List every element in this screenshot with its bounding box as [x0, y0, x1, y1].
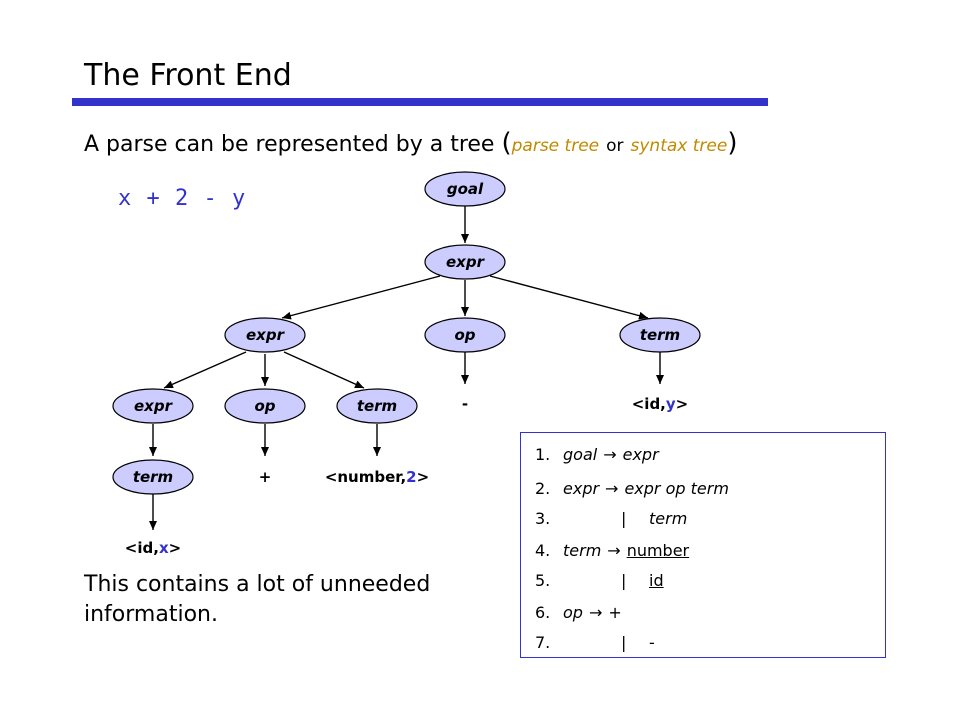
source-expression: x + 2 - y: [118, 186, 246, 211]
rule-rhs: number: [626, 541, 690, 560]
leaf-id-y-value: y: [666, 395, 676, 413]
tree-edges: [149, 205, 664, 530]
subtitle-term-syntax-tree: syntax tree: [630, 136, 728, 156]
leaf-number-close: >: [417, 468, 430, 486]
leaf-id-x-value: x: [159, 539, 169, 557]
arrow-icon: →: [603, 445, 617, 464]
subtitle-open-paren: (: [501, 128, 512, 158]
node-expr-ll-label: expr: [134, 397, 174, 415]
node-goal-label: goal: [447, 180, 484, 198]
node-goal: [424, 171, 506, 207]
rule-number: 5.: [535, 571, 551, 590]
title-underline: [72, 98, 768, 106]
arrow-icon: →: [605, 479, 619, 498]
node-term-left-label: term: [357, 397, 397, 415]
page-title: The Front End: [84, 58, 292, 93]
rule-number: 4.: [535, 541, 551, 560]
rule-lhs: op: [563, 603, 583, 622]
grammar-rule: 6. op → +: [535, 603, 622, 622]
edge-expr-expr-left: [281, 275, 441, 320]
rule-number: 1.: [535, 445, 551, 464]
grammar-rule: 5. | id: [535, 571, 664, 590]
rule-number: 7.: [535, 633, 551, 652]
grammar-rule: 7. | -: [535, 633, 655, 652]
node-expr-ll: [112, 388, 194, 424]
node-op-left: [224, 388, 306, 424]
rule-number: 2.: [535, 479, 551, 498]
subtitle: A parse can be represented by a tree (pa…: [84, 128, 737, 161]
rule-number: 6.: [535, 603, 551, 622]
rule-lhs: expr: [563, 479, 600, 498]
node-term-right-label: term: [640, 326, 680, 344]
leaf-number-value: 2: [406, 468, 416, 486]
node-expr-root-label: expr: [446, 253, 486, 271]
subtitle-close-paren: ): [727, 128, 738, 158]
grammar-rule: 3. | term: [535, 509, 687, 528]
node-expr-left-label: expr: [246, 326, 286, 344]
rule-alternative-bar: |: [621, 571, 627, 590]
leaf-id-y-close: >: [676, 395, 689, 413]
leaf-minus: -: [462, 395, 468, 413]
edge-expr-term: [489, 275, 649, 320]
leaf-id-y: <id,y>: [632, 395, 689, 413]
node-term-left: [336, 388, 418, 424]
leaf-id-x-open: <id,: [125, 539, 159, 557]
leaf-number-open: <number,: [325, 468, 406, 486]
rule-alternative-bar: |: [621, 509, 627, 528]
leaf-id-y-open: <id,: [632, 395, 666, 413]
grammar-rule: 4. term → number: [535, 541, 689, 560]
node-op-mid-label: op: [454, 326, 475, 344]
rule-lhs: term: [563, 541, 602, 560]
rule-rhs: term: [649, 509, 688, 528]
node-expr-left: [224, 317, 306, 353]
edge-exprleft-term: [283, 351, 365, 389]
node-op-left-label: op: [254, 397, 275, 415]
leaf-number: <number,2>: [325, 468, 429, 486]
rule-rhs: id: [649, 571, 664, 590]
rule-rhs: expr: [622, 445, 659, 464]
node-expr-root: [424, 244, 506, 280]
rule-lhs: goal: [563, 445, 598, 464]
subtitle-or: or: [606, 136, 624, 156]
arrow-icon: →: [607, 541, 621, 560]
subtitle-prefix: A parse can be represented by a tree: [84, 132, 495, 157]
rule-number: 3.: [535, 509, 551, 528]
leaf-id-x: <id,x>: [125, 539, 181, 557]
node-op-mid: [424, 317, 506, 353]
rule-rhs: -: [649, 633, 655, 652]
note-text: This contains a lot of unneeded informat…: [84, 572, 431, 627]
subtitle-term-parse-tree: parse tree: [511, 136, 600, 156]
leaf-plus: +: [259, 468, 272, 486]
grammar-rule: 1. goal → expr: [535, 445, 659, 464]
node-term-right: [619, 317, 701, 353]
rule-alternative-bar: |: [621, 633, 627, 652]
leaf-id-x-close: >: [169, 539, 182, 557]
rule-rhs: +: [608, 603, 622, 622]
edge-exprleft-exprll: [163, 351, 247, 389]
grammar-rule: 2. expr → expr op term: [535, 479, 729, 498]
node-term-lll-label: term: [133, 468, 173, 486]
node-term-lll: [112, 459, 194, 495]
rule-rhs: expr op term: [624, 479, 729, 498]
arrow-icon: →: [588, 603, 603, 622]
